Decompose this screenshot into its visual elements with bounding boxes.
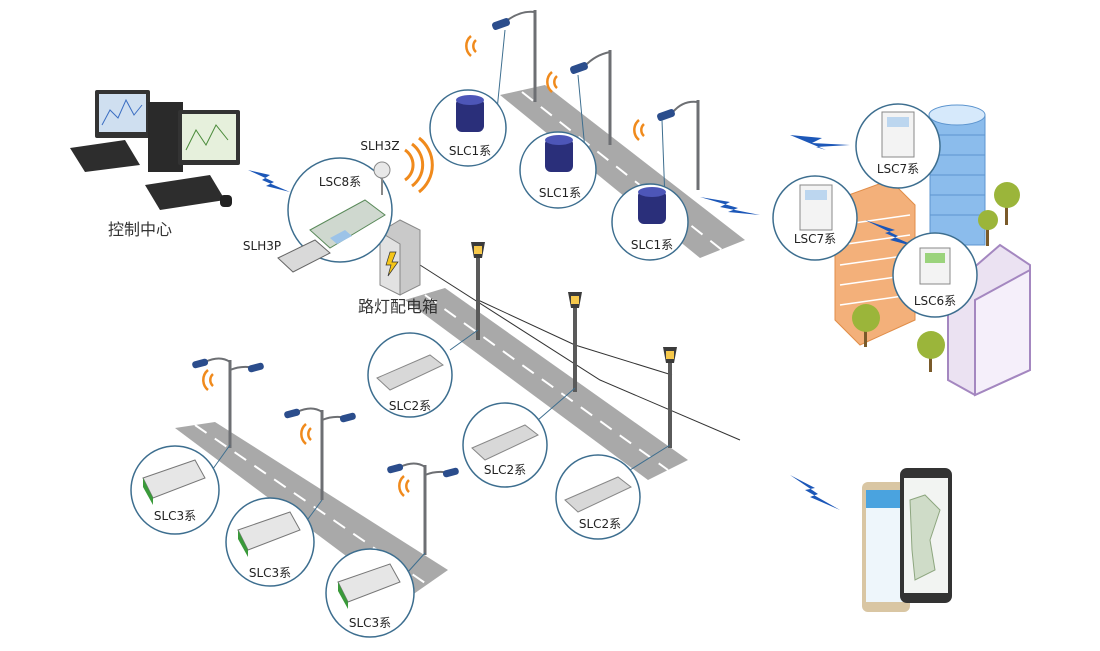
lsc8-device (277, 161, 391, 273)
label-lsc8: LSC8系 (319, 175, 361, 189)
label-lsc7: LSC7系 (794, 232, 836, 246)
smartphone-app (862, 468, 952, 612)
lsc7-meter (799, 184, 833, 231)
slc2-device (564, 476, 632, 513)
street-lamp (492, 10, 537, 102)
label-slh3p: SLH3P (243, 239, 281, 253)
road-middle (405, 288, 688, 480)
slc1-device (545, 135, 573, 172)
label-slc3: SLC3系 (249, 566, 291, 580)
slc3-device (237, 511, 301, 557)
label-slh3z: SLH3Z (360, 139, 399, 153)
label-slc3: SLC3系 (349, 616, 391, 630)
slc2-device (376, 354, 444, 391)
distribution-cabinet-icon (379, 219, 421, 296)
label-slc2: SLC2系 (389, 399, 431, 413)
slc3-device (337, 563, 401, 609)
tree (852, 304, 880, 347)
label-slc1: SLC1系 (449, 144, 491, 158)
street-lamp-double (387, 462, 459, 555)
street-lamp (570, 50, 612, 145)
lsc6-meter (919, 247, 951, 285)
label-cabinet: 路灯配电箱 (358, 297, 438, 316)
street-lamp-double (192, 357, 264, 448)
wireless-signal-icon (546, 71, 558, 93)
lightning-bolt-icon (865, 220, 920, 248)
street-lamp-classic (471, 242, 485, 340)
lightning-bolt-icon (700, 197, 760, 215)
street-lamp-double (284, 407, 356, 500)
wireless-signal-icon (404, 136, 434, 194)
label-control-center: 控制中心 (108, 220, 172, 239)
label-slc2: SLC2系 (579, 517, 621, 531)
label-slc2: SLC2系 (484, 463, 526, 477)
wireless-signal-icon (633, 119, 645, 141)
wireless-signal-icon (300, 423, 312, 445)
label-lsc6: LSC6系 (914, 294, 956, 308)
label-lsc7: LSC7系 (877, 162, 919, 176)
wireless-signal-icon (465, 35, 477, 57)
street-lamp-classic (568, 292, 582, 392)
control-center-computer (70, 90, 240, 210)
tree (978, 210, 998, 246)
label-slc1: SLC1系 (539, 186, 581, 200)
wireless-signal-icon (398, 475, 410, 497)
lsc7-meter (881, 111, 915, 158)
tree (994, 182, 1020, 225)
tree (917, 331, 945, 372)
street-lamp-classic (663, 347, 677, 448)
lightning-bolt-icon (248, 170, 290, 192)
lightning-bolt-icon (790, 475, 840, 510)
slc3-device (142, 459, 206, 505)
lightning-bolt-icon (790, 135, 850, 150)
label-slc3: SLC3系 (154, 509, 196, 523)
slc1-device (456, 95, 484, 132)
street-lamp (657, 100, 700, 190)
wireless-signal-icon (202, 369, 214, 391)
label-slc1: SLC1系 (631, 238, 673, 252)
slc1-device (638, 187, 666, 224)
slc2-device (471, 424, 539, 461)
